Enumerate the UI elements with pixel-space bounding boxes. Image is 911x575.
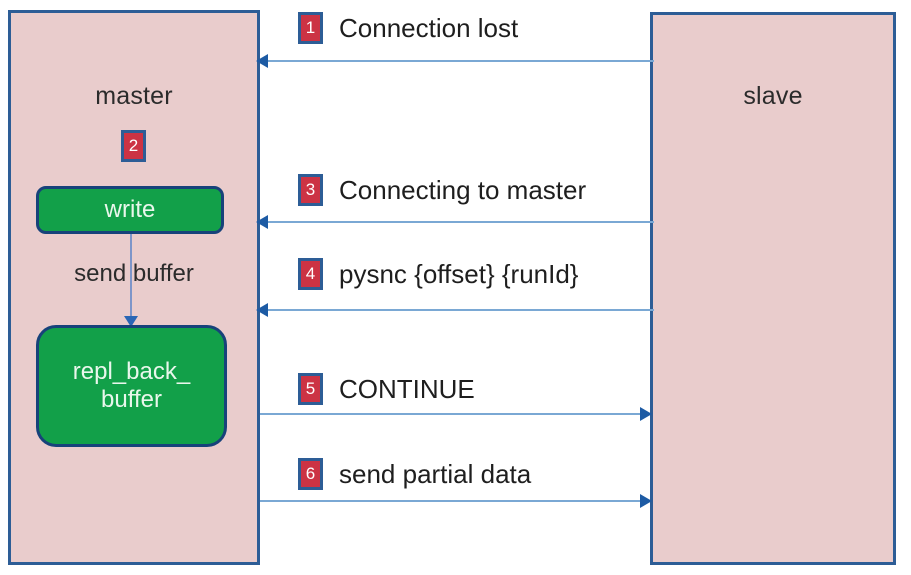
slave-node-box <box>650 12 896 565</box>
slave-node-label: slave <box>743 82 803 110</box>
message-text-1: Connection lost <box>339 12 519 43</box>
repl-backlog-buffer-label-line2: buffer <box>101 386 162 413</box>
step-badge-1: 1 <box>298 12 323 44</box>
write-process-label: write <box>104 196 156 224</box>
arrow-head-left-icon-1 <box>256 54 268 68</box>
step-badge-6: 6 <box>298 458 323 490</box>
message-label-4: 4 pysnc {offset} {runId} <box>298 258 578 290</box>
message-label-1: 1 Connection lost <box>298 12 518 44</box>
step-badge-4: 4 <box>298 258 323 290</box>
message-text-3: Connecting to master <box>339 174 587 205</box>
send-buffer-arrow-head-icon <box>124 316 138 327</box>
message-text-6: send partial data <box>339 458 532 489</box>
message-label-6: 6 send partial data <box>298 458 531 490</box>
step-badge-5: 5 <box>298 373 323 405</box>
arrow-head-left-icon-4 <box>256 303 268 317</box>
step-badge-2: 2 <box>121 130 146 162</box>
arrow-head-right-icon-5 <box>640 407 652 421</box>
message-arrow-line-4 <box>262 309 654 311</box>
arrow-head-right-icon-6 <box>640 494 652 508</box>
message-arrow-line-6 <box>260 500 642 502</box>
message-arrow-line-3 <box>262 221 654 223</box>
message-arrow-line-5 <box>260 413 642 415</box>
send-buffer-arrow-line <box>130 234 132 320</box>
message-text-5: CONTINUE <box>339 373 475 404</box>
arrow-head-left-icon-3 <box>256 215 268 229</box>
master-node-box <box>8 10 260 565</box>
repl-backlog-buffer-box[interactable]: repl_back_buffer <box>36 325 227 447</box>
master-node-label: master <box>95 82 173 110</box>
repl-backlog-buffer-label: repl_back_buffer <box>73 358 190 413</box>
repl-backlog-buffer-label-line1: repl_back_ <box>72 358 191 386</box>
message-text-4: pysnc {offset} {runId} <box>339 258 579 289</box>
message-label-3: 3 Connecting to master <box>298 174 586 206</box>
message-label-5: 5 CONTINUE <box>298 373 475 405</box>
send-buffer-label: send buffer <box>74 260 194 287</box>
step-badge-3: 3 <box>298 174 323 206</box>
write-process-box[interactable]: write <box>36 186 224 234</box>
message-arrow-line-1 <box>262 60 654 62</box>
